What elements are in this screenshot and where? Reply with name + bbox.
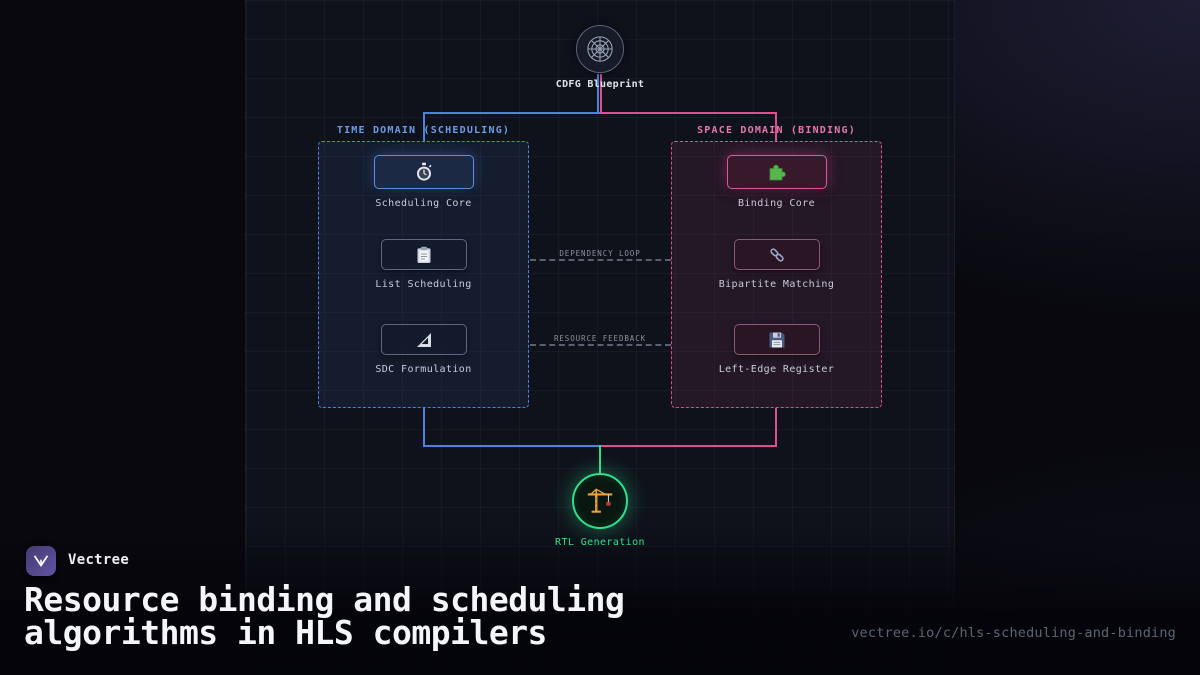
- flow-line-into-space-box: [775, 112, 777, 142]
- space-domain-box: Binding Core Bipartite Matching: [671, 141, 882, 408]
- brand-name: Vectree: [68, 552, 130, 568]
- flow-line-top-horizontal-pink: [600, 112, 777, 114]
- space-domain-title: SPACE DOMAIN (BINDING): [697, 125, 856, 136]
- scheduling-core-card: [373, 155, 474, 189]
- left-edge-register-label: Left-Edge Register: [718, 364, 835, 375]
- bipartite-matching-card: [733, 239, 820, 270]
- flow-line-out-of-space-box: [775, 408, 777, 447]
- puzzle-piece-icon: [769, 164, 786, 181]
- scheduling-core-label: Scheduling Core: [375, 198, 472, 209]
- binding-core-card: [726, 155, 827, 189]
- list-scheduling-card: [380, 239, 467, 270]
- cdfg-node: [576, 25, 624, 73]
- set-square-icon: [416, 332, 431, 347]
- sdc-formulation-item: SDC Formulation: [319, 324, 528, 375]
- flow-line-top-horizontal-blue: [423, 112, 600, 114]
- resource-feedback-label: RESOURCE FEEDBACK: [553, 334, 647, 343]
- flow-line-bottom-horizontal-pink: [600, 445, 777, 447]
- page-url: vectree.io/c/hls-scheduling-and-binding: [851, 625, 1176, 641]
- flow-line-into-time-box: [423, 112, 425, 142]
- floppy-disk-icon: [769, 332, 784, 347]
- list-scheduling-label: List Scheduling: [375, 279, 472, 290]
- resource-feedback-line: [530, 344, 671, 346]
- left-edge-register-item: Left-Edge Register: [672, 324, 881, 375]
- page-title-line-1: Resource binding and scheduling: [24, 580, 625, 619]
- page-title-line-2: algorithms in HLS compilers: [24, 613, 547, 652]
- rtl-generation-label: RTL Generation: [555, 537, 645, 548]
- clipboard-icon: [417, 246, 430, 263]
- scheduling-core-item: Scheduling Core: [319, 155, 528, 209]
- sdc-formulation-card: [380, 324, 467, 355]
- binding-core-item: Binding Core: [672, 155, 881, 209]
- dependency-loop-label: DEPENDENCY LOOP: [559, 249, 641, 258]
- stopwatch-icon: [416, 162, 432, 181]
- bipartite-matching-item: Bipartite Matching: [672, 239, 881, 290]
- time-domain-box: Scheduling Core List Scheduling: [318, 141, 529, 408]
- flow-line-top-stem-pink: [600, 74, 602, 114]
- flow-line-bottom-horizontal-blue: [423, 445, 600, 447]
- flow-line-top-stem-blue: [597, 74, 599, 114]
- sdc-formulation-label: SDC Formulation: [375, 364, 472, 375]
- chain-link-icon: [769, 247, 784, 262]
- bottom-fade-overlay: [0, 525, 1200, 675]
- web-graph-icon: [587, 36, 613, 62]
- binding-core-label: Binding Core: [737, 198, 816, 209]
- vectree-logo-icon: [34, 555, 48, 567]
- flow-line-into-rtl-node: [599, 445, 601, 473]
- page-title: Resource binding and scheduling algorith…: [24, 580, 625, 652]
- rtl-generation-node: [572, 473, 628, 529]
- list-scheduling-item: List Scheduling: [319, 239, 528, 290]
- time-domain-title: TIME DOMAIN (SCHEDULING): [336, 125, 511, 136]
- cdfg-node-label: CDFG Blueprint: [555, 79, 645, 90]
- left-edge-register-card: [733, 324, 820, 355]
- dependency-loop-line: [530, 259, 671, 261]
- bipartite-matching-label: Bipartite Matching: [718, 279, 835, 290]
- flow-line-out-of-time-box: [423, 408, 425, 447]
- construction-crane-icon: [587, 488, 613, 513]
- vectree-logo: [26, 546, 56, 576]
